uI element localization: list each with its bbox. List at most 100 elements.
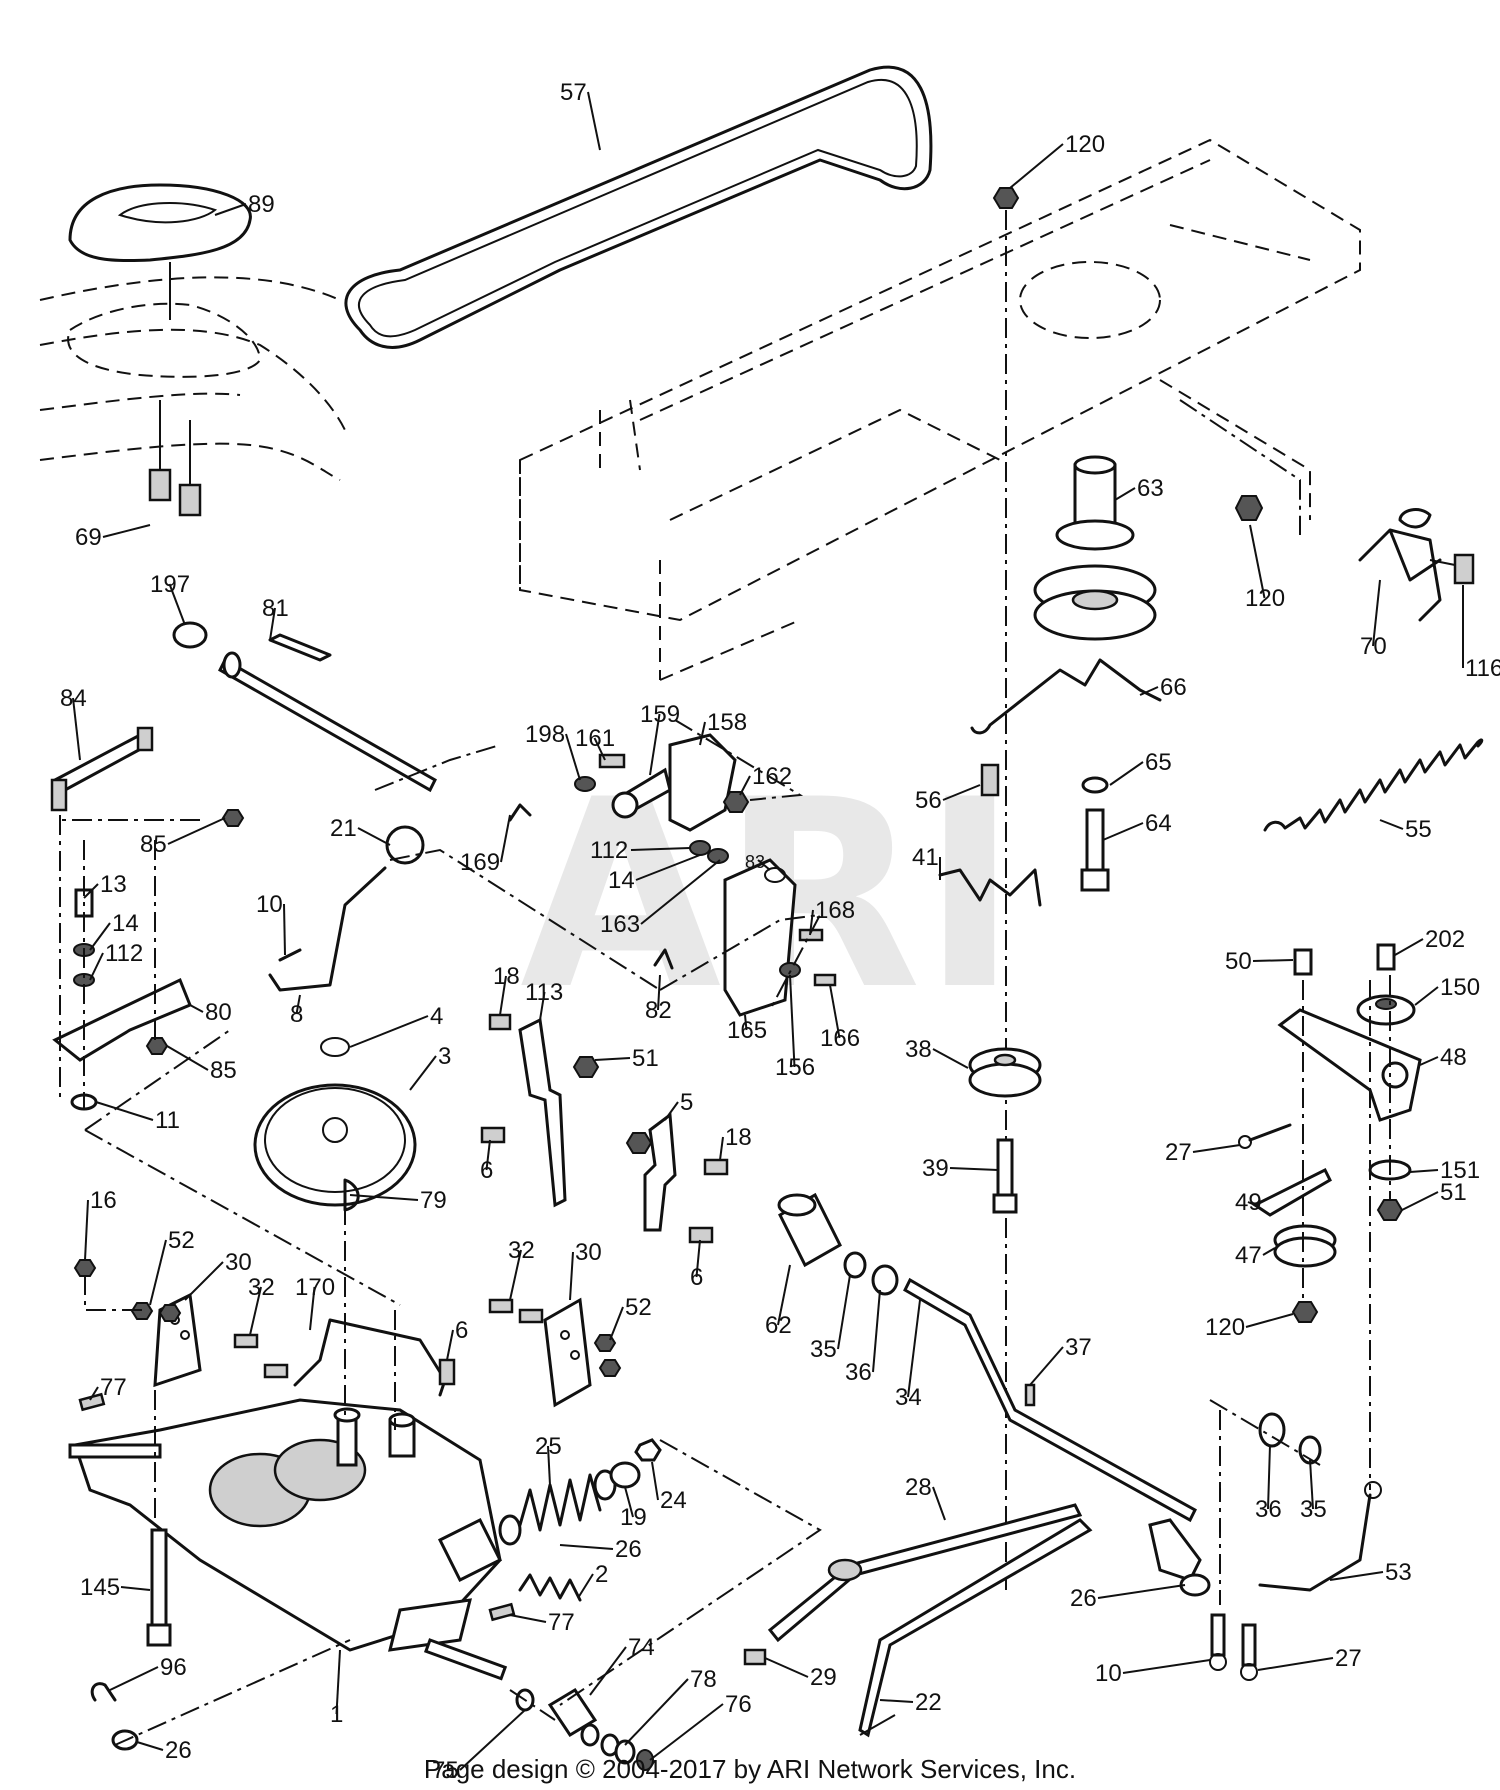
- leader-line-37: [1029, 1346, 1064, 1386]
- leader-line-158: [699, 721, 706, 746]
- shaft-81: [218, 633, 437, 793]
- leader-line-159: [649, 713, 661, 776]
- part-callout-47: 47: [1235, 1242, 1262, 1269]
- leader-line-1: [335, 1649, 341, 1715]
- leader-line-27: [1257, 1657, 1334, 1671]
- leader-line-151: [1409, 1169, 1439, 1173]
- part-callout-64: 64: [1145, 810, 1172, 837]
- leader-line-6: [446, 1329, 454, 1361]
- leader-line-5: [664, 1101, 679, 1121]
- shaft-34: [903, 1277, 1197, 1523]
- part-callout-165: 165: [727, 1017, 767, 1044]
- washer-65: [1081, 776, 1109, 794]
- bracket-113: [518, 1017, 567, 1208]
- part-callout-156: 156: [775, 1054, 815, 1081]
- part-callout-113: 113: [525, 979, 563, 1006]
- part-callout-85: 85: [210, 1057, 237, 1084]
- leader-line-85: [166, 1045, 209, 1071]
- bolt-64: [1080, 808, 1110, 892]
- spring-bracket-41: [938, 868, 1042, 907]
- nut-85b: [145, 1037, 169, 1055]
- leader-line-26: [1097, 1584, 1186, 1599]
- part-callout-36: 36: [1255, 1496, 1282, 1523]
- part-callout-32: 32: [508, 1237, 535, 1264]
- part-callout-169: 169: [460, 849, 500, 876]
- washer-112b-14b: [689, 840, 729, 864]
- part-callout-77: 77: [548, 1609, 575, 1636]
- part-callout-150: 150: [1440, 974, 1480, 1001]
- leader-line-82: [657, 974, 661, 1011]
- leader-line-83: [757, 859, 771, 871]
- pin-37: [1024, 1383, 1036, 1407]
- leader-line-18: [719, 1136, 724, 1161]
- leader-line-30: [569, 1251, 574, 1301]
- transaxle-1: [68, 1398, 508, 1681]
- leader-line-75: [459, 1709, 526, 1771]
- footer-copyright: Page design © 2004-2017 by ARI Network S…: [423, 1754, 1077, 1784]
- leader-line-8: [295, 994, 301, 1015]
- leader-line-57: [587, 91, 601, 151]
- bolts-69: [148, 400, 202, 517]
- leader-line-48: [1419, 1056, 1439, 1066]
- leader-line-80: [189, 1004, 204, 1013]
- part-callout-120: 120: [1065, 131, 1105, 158]
- leader-line-2: [577, 1573, 594, 1599]
- part-callout-18: 18: [493, 963, 520, 990]
- part-callout-89: 89: [248, 191, 275, 218]
- leader-line-120: [1245, 1313, 1294, 1328]
- leader-line-34: [907, 1299, 921, 1398]
- part-callout-80: 80: [205, 999, 232, 1026]
- washer-36b: [1258, 1412, 1286, 1448]
- leader-line-3: [409, 1055, 437, 1091]
- part-callout-52: 52: [625, 1294, 652, 1321]
- leader-line-156: [789, 974, 796, 1068]
- part-callout-28: 28: [905, 1474, 932, 1501]
- part-callout-145: 145: [80, 1574, 120, 1601]
- part-callout-51: 51: [632, 1045, 659, 1072]
- leader-line-65: [1109, 761, 1144, 786]
- leader-line-77: [89, 1386, 99, 1401]
- key-77b: [488, 1602, 516, 1622]
- chassis-frame: [519, 138, 1361, 681]
- nut-162: [722, 791, 750, 813]
- part-callout-35: 35: [1300, 1496, 1327, 1523]
- leader-line-162: [739, 775, 751, 796]
- part-callout-32: 32: [248, 1274, 275, 1301]
- leader-line-38: [932, 1048, 969, 1069]
- seat-body-outline: [39, 276, 346, 481]
- leader-line-197: [168, 583, 186, 626]
- nut-120-top: [992, 187, 1020, 1590]
- part-callout-120: 120: [1205, 1314, 1245, 1341]
- bolt-6a: [480, 1126, 506, 1144]
- part-callout-70: 70: [1360, 633, 1387, 660]
- spring-25: [518, 1473, 602, 1532]
- leader-line-6: [485, 1139, 491, 1171]
- part-callout-6: 6: [690, 1264, 703, 1291]
- clip-82: [653, 948, 674, 970]
- leader-line-13: [83, 883, 99, 899]
- leader-line-27: [1192, 1144, 1241, 1153]
- leader-line-145: [120, 1586, 151, 1591]
- part-callout-158: 158: [707, 709, 747, 736]
- eyebolt-27b: [1240, 1623, 1258, 1681]
- part-callout-14: 14: [608, 867, 635, 894]
- leader-line-10: [1122, 1659, 1211, 1674]
- rod-170: [293, 1318, 447, 1397]
- part-callout-6: 6: [455, 1317, 468, 1344]
- leader-line-120: [1009, 143, 1064, 189]
- leader-line-18: [499, 975, 507, 1016]
- leader-line-161: [593, 737, 606, 761]
- leader-line-14: [89, 922, 111, 951]
- spring-2: [518, 1573, 582, 1602]
- leader-line-26: [136, 1741, 164, 1751]
- part-callout-198: 198: [525, 721, 565, 748]
- part-callout-74: 74: [628, 1634, 655, 1661]
- nut-120c: [1291, 1301, 1319, 1323]
- leader-line-39: [949, 1167, 999, 1171]
- part-callout-120: 120: [1245, 585, 1285, 612]
- nut-51b: [1376, 1199, 1404, 1221]
- part-callout-81: 81: [262, 595, 289, 622]
- leader-line-112: [630, 847, 691, 851]
